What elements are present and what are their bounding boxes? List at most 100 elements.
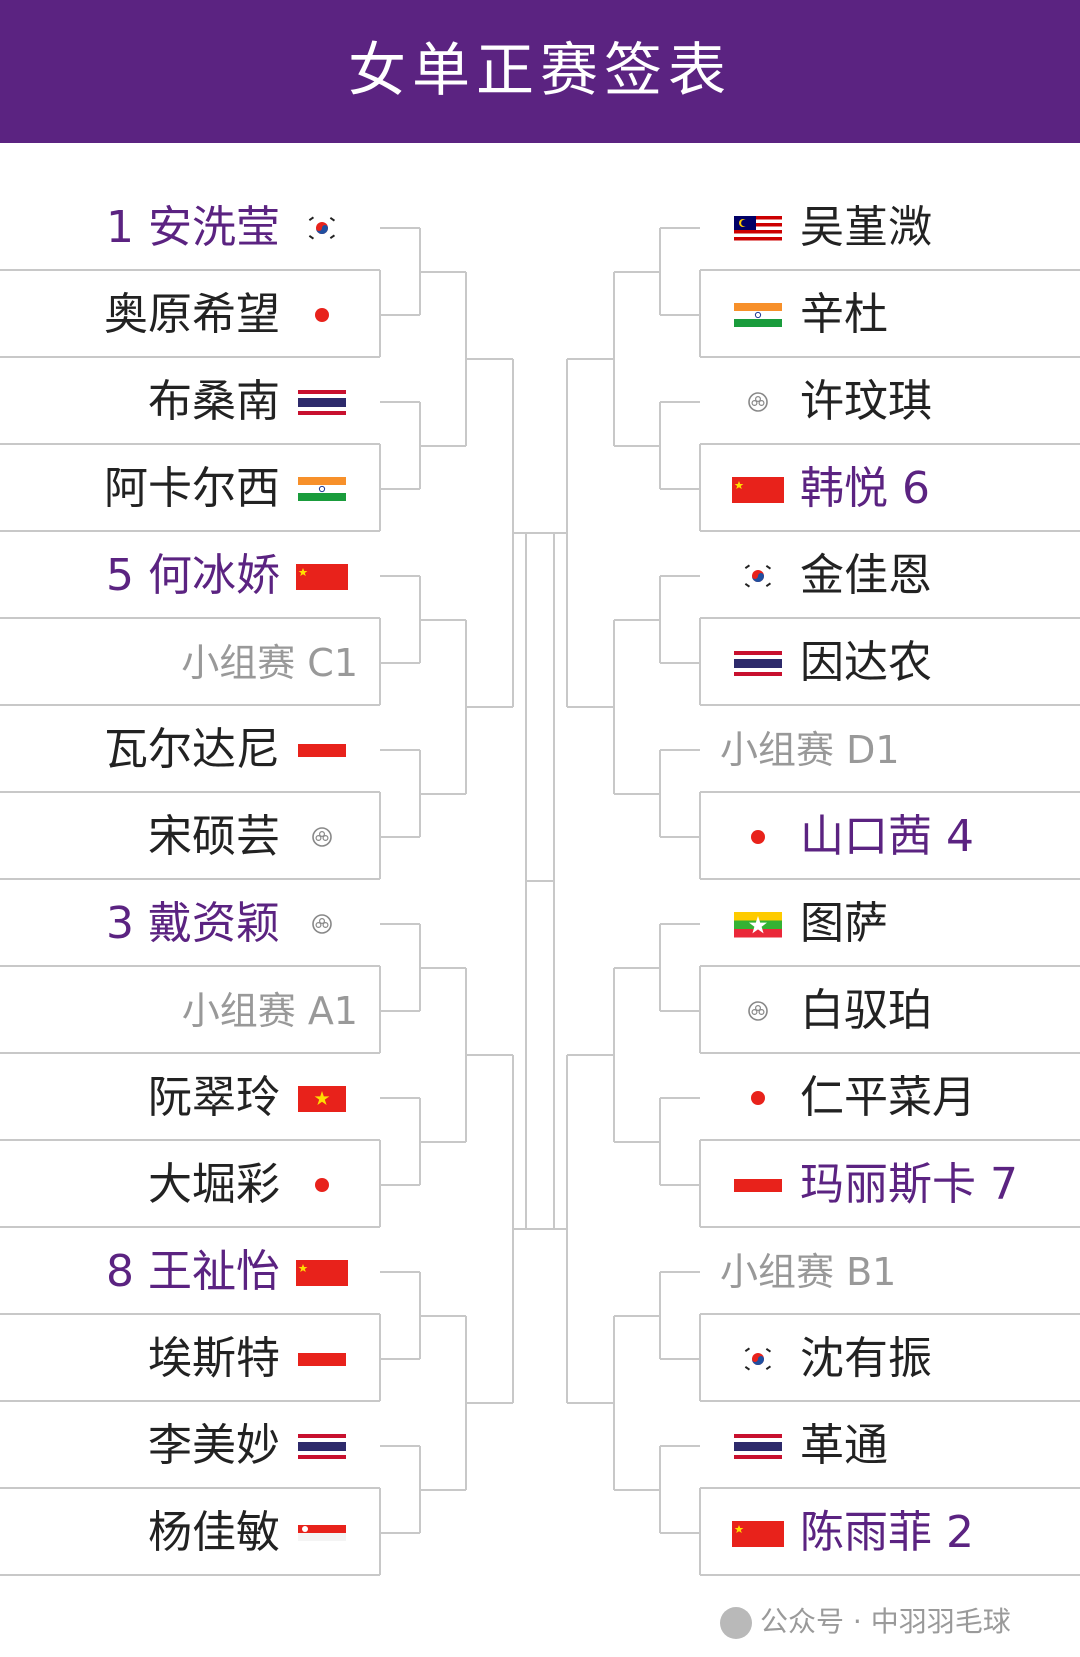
bracket-line (0, 617, 380, 619)
bracket-line (660, 1532, 700, 1534)
player-name: 因达农 (800, 637, 932, 688)
bracket-line (0, 965, 380, 967)
thailand-flag-icon (732, 643, 784, 683)
bracket-line (613, 619, 615, 794)
player-name: 瓦尔达尼 (104, 724, 280, 775)
left-draw-slot: 3 戴资颖 (0, 878, 380, 970)
player-name: 8 王祉怡 (106, 1246, 280, 1297)
china-flag-icon (732, 1513, 784, 1553)
bracket-line (0, 269, 380, 271)
bracket-line (380, 923, 420, 925)
player-name: 阿卡尔西 (104, 463, 280, 514)
bracket-line (659, 1446, 661, 1533)
right-draw-slot: 白驭珀 (700, 965, 1080, 1057)
bracket-line (379, 1488, 381, 1575)
thailand-flag-icon (296, 382, 348, 422)
malaysia-flag-icon (732, 208, 784, 248)
bracket-line (380, 314, 420, 316)
bracket-line (380, 749, 420, 751)
page-title: 女单正赛签表 (347, 36, 732, 104)
bracket-line (0, 530, 380, 532)
bracket-line (0, 356, 380, 358)
right-draw-slot: 图萨 (700, 878, 1080, 970)
bracket-line (613, 1315, 615, 1490)
bracket-line (380, 1010, 420, 1012)
bracket-line (659, 228, 661, 315)
bracket-line (420, 792, 466, 795)
bracket-line (0, 1226, 380, 1228)
bracket-line (380, 836, 420, 838)
right-draw-slot: 小组赛 B1 (700, 1226, 1080, 1318)
player-name: 奥原希望 (104, 289, 280, 340)
bracket-line (614, 270, 660, 273)
indonesia-flag-icon (296, 730, 348, 770)
india-flag-icon (732, 295, 784, 335)
chinese-taipei-flag-icon (296, 904, 348, 944)
bracket-line (379, 966, 381, 1053)
japan-flag-icon (296, 1165, 348, 1205)
bracket-line (660, 314, 700, 316)
left-draw-slot: 小组赛 A1 (0, 965, 380, 1057)
player-name: 李美妙 (148, 1420, 280, 1471)
bracket-line (526, 1227, 567, 1230)
bracket-line (0, 791, 380, 793)
bracket-line (379, 792, 381, 879)
korea-flag-icon (296, 208, 348, 248)
bracket-line (659, 576, 661, 663)
right-draw-slot: 因达农 (700, 617, 1080, 709)
bracket-line (700, 356, 1080, 358)
player-name: 沈有振 (800, 1333, 932, 1384)
player-name: 宋硕芸 (148, 811, 280, 862)
bracket-line (420, 1140, 466, 1143)
watermark-text: 公众号 · 中羽羽毛球 (760, 1605, 1011, 1638)
china-flag-icon (732, 469, 784, 509)
bracket-line (700, 269, 1080, 271)
bracket-line (699, 1314, 701, 1401)
left-draw-slot: 5 何冰娇 (0, 530, 380, 622)
japan-flag-icon (732, 817, 784, 857)
player-name: 1 安洗莹 (106, 202, 280, 253)
right-draw-slot: 小组赛 D1 (700, 704, 1080, 796)
qualifier-label: 小组赛 B1 (720, 1250, 897, 1294)
indonesia-flag-icon (732, 1165, 784, 1205)
player-name: 3 戴资颖 (106, 898, 280, 949)
chinese-taipei-flag-icon (732, 382, 784, 422)
player-name: 辛杜 (800, 289, 888, 340)
player-name: 韩悦 6 (800, 463, 930, 514)
bracket-line (379, 618, 381, 705)
chinese-taipei-flag-icon (732, 991, 784, 1031)
bracket-line (660, 488, 700, 490)
bracket-line (660, 1271, 700, 1273)
right-draw-slot: 辛杜 (700, 269, 1080, 361)
bracket-line (700, 704, 1080, 706)
player-name: 仁平菜月 (800, 1072, 976, 1123)
bracket-line (700, 1139, 1080, 1141)
left-draw-slot: 宋硕芸 (0, 791, 380, 883)
bracket-line (660, 836, 700, 838)
bracket-line (700, 1226, 1080, 1228)
bracket-line (380, 1097, 420, 1099)
qualifier-label: 小组赛 A1 (181, 989, 358, 1033)
player-name: 玛丽斯卡 7 (800, 1159, 1018, 1210)
bracket-line (380, 1184, 420, 1186)
bracket-line (660, 1184, 700, 1186)
bracket-line (660, 1097, 700, 1099)
bracket-line (660, 575, 700, 577)
bracket-line (614, 1314, 660, 1317)
player-name: 图萨 (800, 898, 888, 949)
bracket-line (380, 575, 420, 577)
bracket-line (613, 271, 615, 446)
chinese-taipei-flag-icon (296, 817, 348, 857)
bracket-line (699, 1140, 701, 1227)
bracket-line (0, 1487, 380, 1489)
bracket-line (699, 444, 701, 531)
watermark: 公众号 · 中羽羽毛球 (720, 1602, 1011, 1642)
bracket-line (466, 357, 513, 360)
bracket-line (379, 1140, 381, 1227)
bracket-line (379, 270, 381, 357)
bracket-line (420, 270, 466, 273)
player-name: 陈雨菲 2 (800, 1507, 974, 1558)
player-name: 吴堇溦 (800, 202, 932, 253)
bracket-line (614, 966, 660, 969)
player-name: 埃斯特 (148, 1333, 280, 1384)
